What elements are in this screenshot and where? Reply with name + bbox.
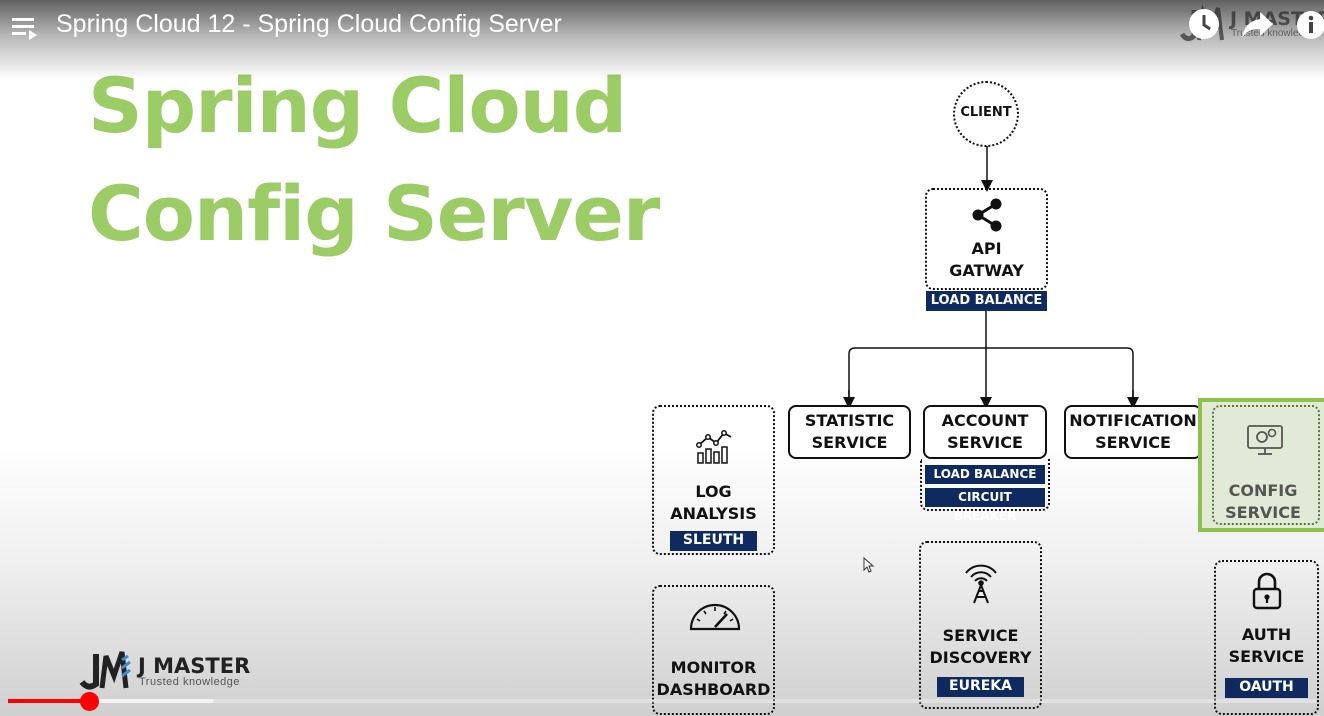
config-line1: CONFIG <box>1228 481 1298 500</box>
progress-scrubber[interactable] <box>80 692 99 711</box>
client-label: CLIENT <box>960 105 1012 120</box>
account-line2: SERVICE <box>947 433 1023 452</box>
chart-icon <box>696 430 732 464</box>
playlist-button[interactable] <box>10 14 40 42</box>
api-gateway-line1: API <box>971 239 1002 258</box>
progress-buffered <box>8 699 213 703</box>
log-tag: SLEUTH <box>670 531 757 551</box>
account-tag-circuit-breaker: CIRCUIT BREAKER <box>925 488 1045 523</box>
client-node: CLIENT <box>953 81 1019 147</box>
channel-logo-tagline: Trusted knowledge <box>139 676 241 688</box>
antenna-icon <box>965 564 997 604</box>
gear-monitor-icon <box>1247 425 1283 455</box>
discovery-tag: EUREKA <box>937 677 1024 697</box>
branch-line <box>848 347 1134 404</box>
slide-title-line1: Spring Cloud <box>88 61 627 150</box>
video-title[interactable]: Spring Cloud 12 - Spring Cloud Config Se… <box>56 10 562 38</box>
channel-logo-name: J MASTER <box>138 654 251 678</box>
discovery-line2: DISCOVERY <box>929 648 1032 667</box>
progress-played <box>8 699 90 703</box>
config-service-node <box>1212 405 1320 525</box>
notification-line1: NOTIFICATION <box>1069 411 1197 430</box>
gauge-icon <box>689 603 741 631</box>
log-line1: LOG <box>695 482 732 501</box>
top-channel-logo-tagline: Trusted knowledge <box>1231 28 1316 39</box>
notification-line2: SERVICE <box>1095 433 1171 452</box>
progress-bar[interactable] <box>8 699 1316 703</box>
monitor-line1: MONITOR <box>670 658 757 677</box>
account-service-node: ACCOUNT SERVICE <box>923 405 1047 459</box>
monitor-line2: DASHBOARD <box>656 680 771 699</box>
statistic-line1: STATISTIC <box>804 411 895 430</box>
info-icon <box>1297 11 1324 39</box>
auth-line1: AUTH <box>1241 625 1292 644</box>
statistic-line2: SERVICE <box>811 433 888 452</box>
share-nodes-icon <box>972 198 1002 232</box>
playlist-icon <box>12 18 37 40</box>
monitor-dashboard-node: MONITOR DASHBOARD <box>652 585 775 715</box>
lock-icon <box>1252 572 1282 610</box>
log-line2: ANALYSIS <box>670 504 757 523</box>
auth-line2: SERVICE <box>1228 647 1305 666</box>
statistic-service-node: STATISTIC SERVICE <box>788 405 911 459</box>
mouse-cursor-icon <box>863 557 875 573</box>
share-icon <box>1242 12 1273 38</box>
api-gateway-tag: LOAD BALANCE <box>926 291 1047 311</box>
info-button[interactable] <box>1296 9 1324 41</box>
channel-watermark: J MASTER Trusted knowledge <box>78 648 258 694</box>
config-line2: SERVICE <box>1225 503 1301 522</box>
jmaster-logo-icon <box>79 651 131 690</box>
account-tag-load-balance: LOAD BALANCE <box>925 465 1045 484</box>
auth-service-node: AUTH SERVICE <box>1214 560 1319 715</box>
share-button[interactable] <box>1240 10 1274 40</box>
log-analysis-node: LOG ANALYSIS <box>652 405 775 555</box>
service-discovery-node: SERVICE DISCOVERY <box>919 541 1042 709</box>
auth-tag: OAUTH <box>1225 678 1308 698</box>
notification-service-node: NOTIFICATION SERVICE <box>1064 405 1202 459</box>
account-line1: ACCOUNT <box>941 411 1029 430</box>
slide-title-line2: Config Server <box>88 169 660 258</box>
api-gateway-line2: GATWAY <box>949 261 1024 280</box>
api-gateway-node: API GATWAY <box>925 188 1048 290</box>
top-overlay <box>0 0 1324 80</box>
discovery-line1: SERVICE <box>942 626 1019 645</box>
config-service-highlight: CONFIG SERVICE <box>1198 398 1324 532</box>
account-tags-box <box>920 459 1050 511</box>
watch-later-icon <box>1189 9 1219 39</box>
watch-later-button[interactable] <box>1188 8 1220 40</box>
